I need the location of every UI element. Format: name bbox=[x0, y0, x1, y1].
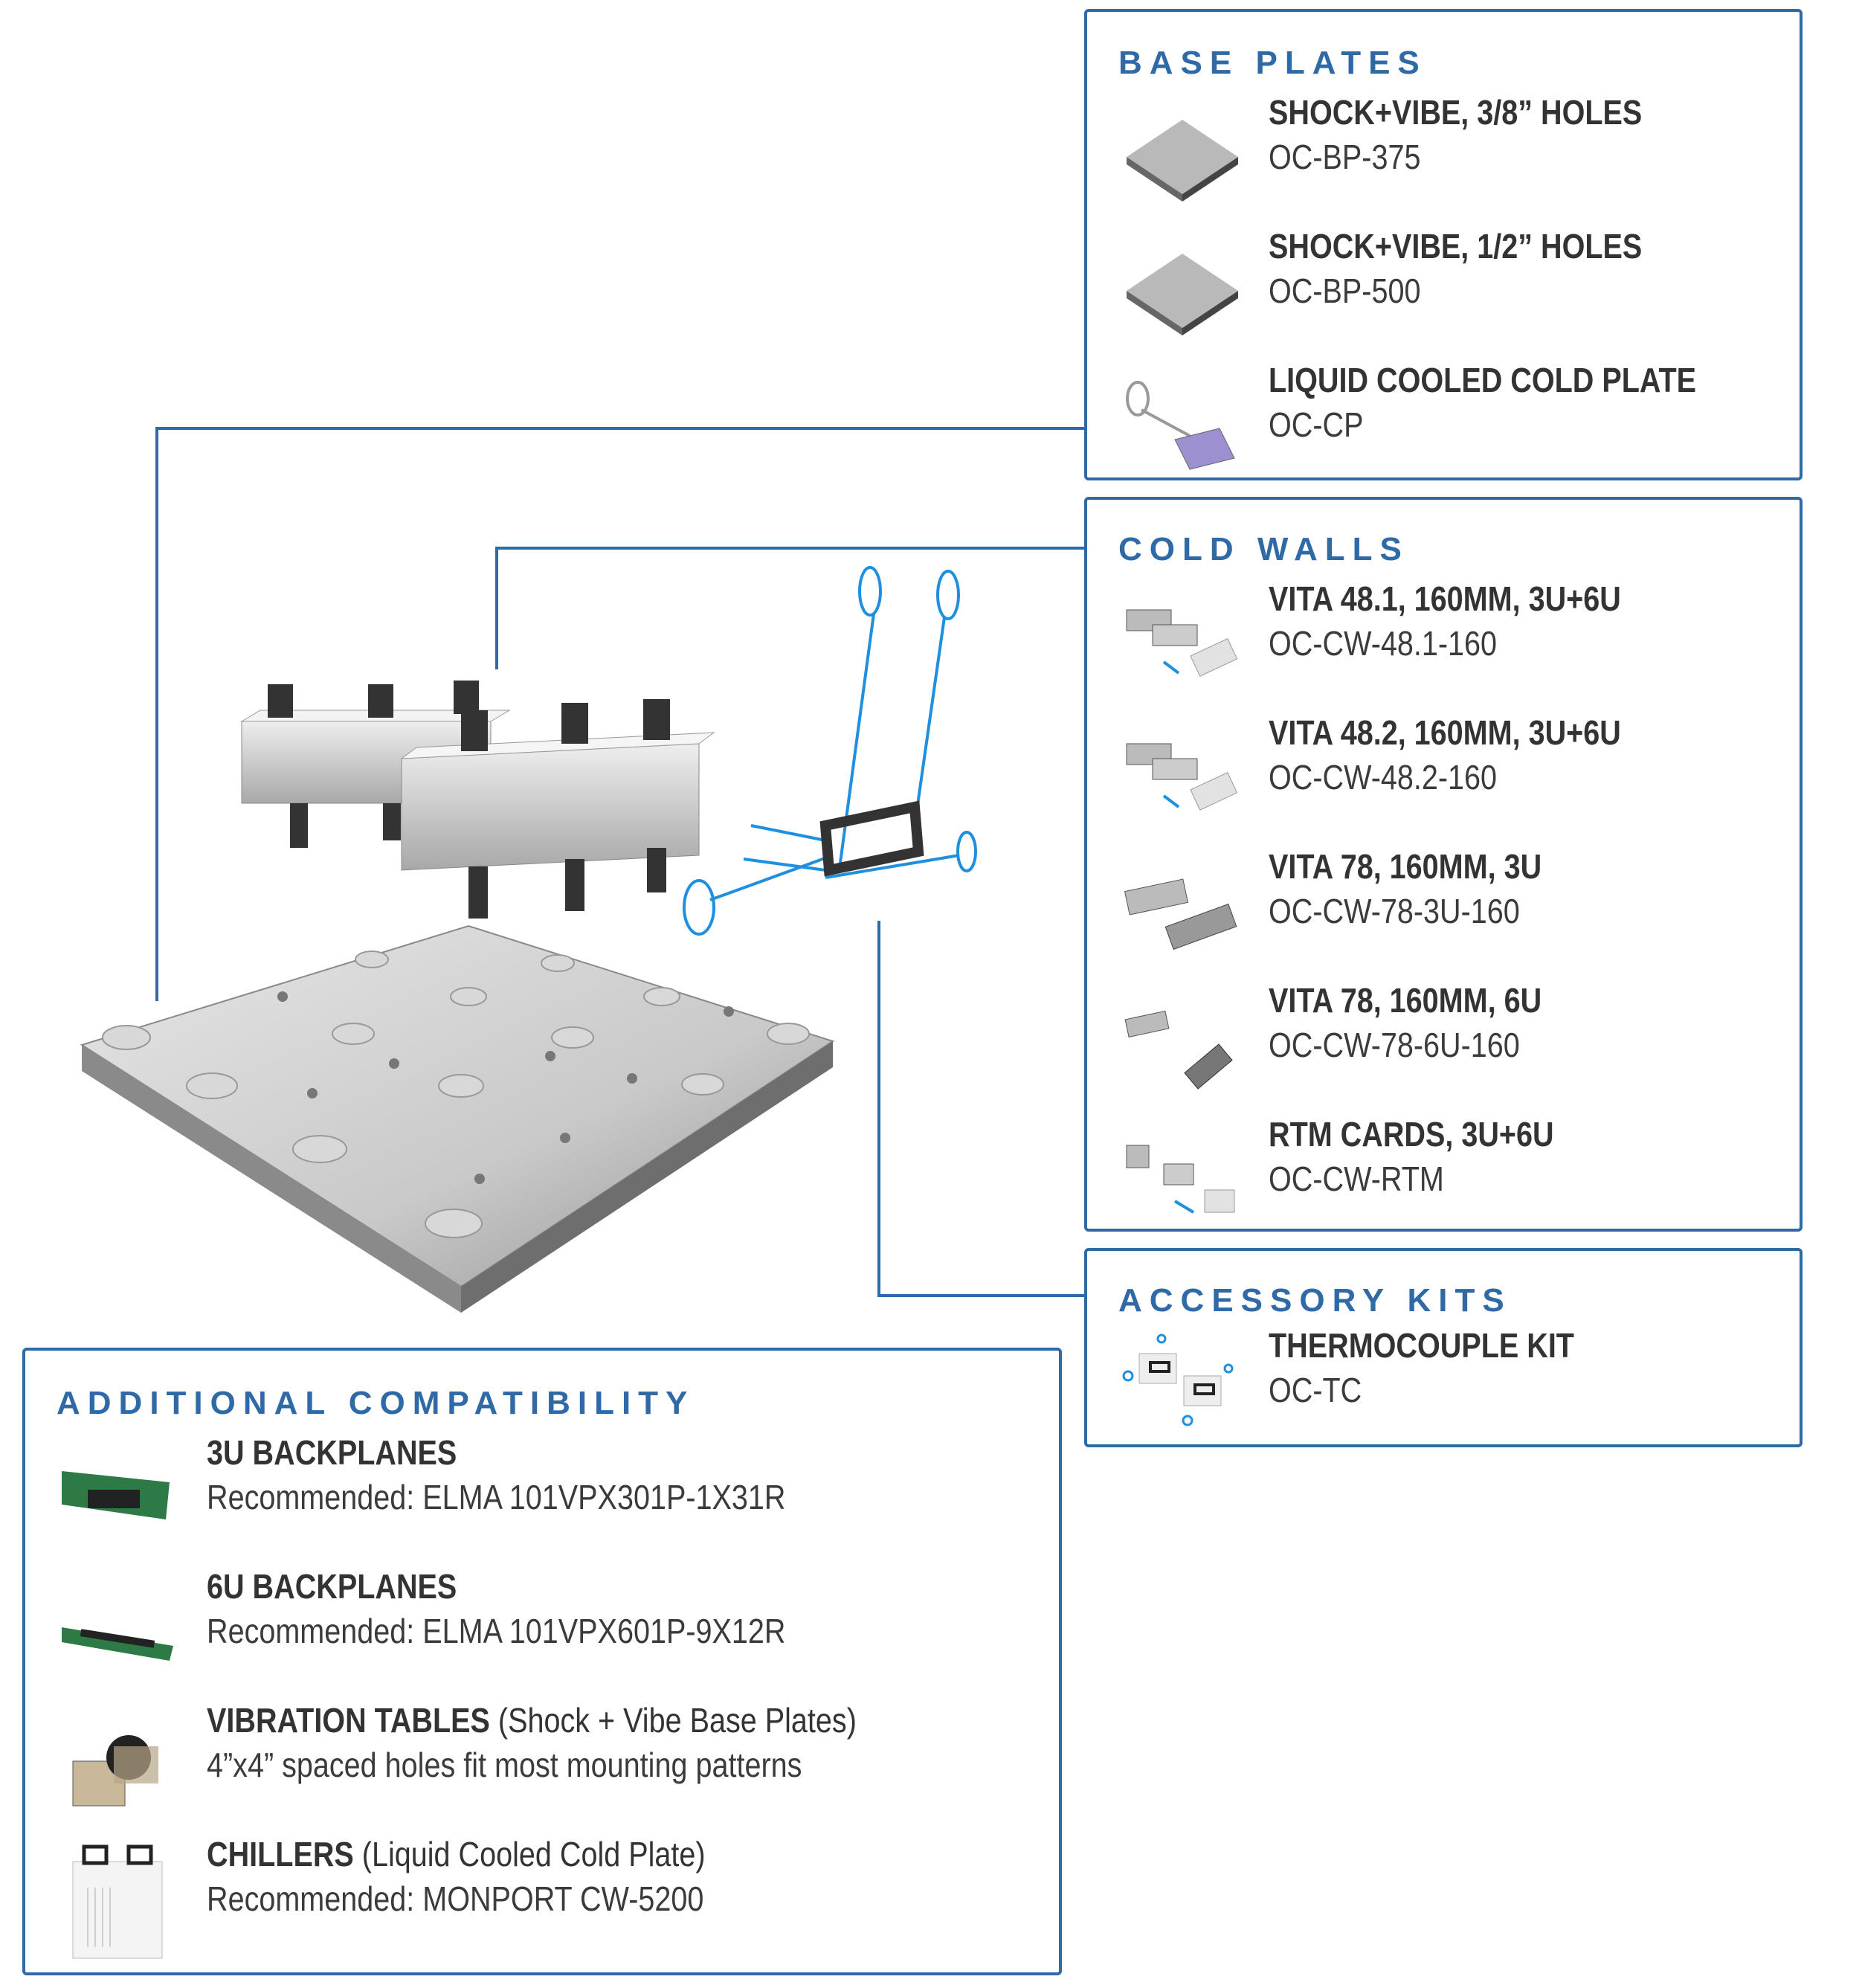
base-plate-image bbox=[1127, 120, 1238, 202]
product-item[interactable]: THERMOCOUPLE KIT OC-TC bbox=[1087, 1324, 1800, 1450]
compatibility-item: VIBRATION TABLES (Shock + Vibe Base Plat… bbox=[25, 1694, 1059, 1821]
chiller-image bbox=[72, 1844, 163, 1959]
base-plates-heading: BASE PLATES bbox=[1118, 45, 1427, 81]
product-code: OC-CW-RTM bbox=[1269, 1159, 1444, 1198]
cold-wall-image bbox=[1124, 1010, 1233, 1090]
product-item[interactable]: SHOCK+VIBE, 3/8” HOLES OC-BP-375 bbox=[1087, 86, 1800, 213]
product-title: THERMOCOUPLE KIT bbox=[1269, 1326, 1574, 1365]
product-item[interactable]: VITA 48.2, 160MM, 3U+6U OC-CW-48.2-160 bbox=[1087, 707, 1800, 833]
connector-line bbox=[877, 1294, 1086, 1297]
cold-wall-image bbox=[1126, 609, 1238, 677]
connector-line bbox=[155, 427, 158, 1001]
connector-line bbox=[495, 547, 498, 669]
product-code: OC-TC bbox=[1269, 1371, 1362, 1409]
3u-backplane-image bbox=[62, 1471, 170, 1519]
item-title: 3U BACKPLANES bbox=[207, 1433, 457, 1472]
item-title: VIBRATION TABLES (Shock + Vibe Base Plat… bbox=[207, 1700, 857, 1740]
item-title-bold: CHILLERS bbox=[207, 1835, 354, 1873]
compatibility-item: 6U BACKPLANES Recommended: ELMA 101VPX60… bbox=[25, 1560, 1059, 1687]
item-detail: Recommended: ELMA 101VPX601P-9X12R bbox=[207, 1612, 786, 1650]
product-item[interactable]: VITA 48.1, 160MM, 3U+6U OC-CW-48.1-160 bbox=[1087, 573, 1800, 699]
connector-line bbox=[155, 427, 1086, 430]
vibration-table-image bbox=[72, 1735, 158, 1807]
accessory-kits-heading: ACCESSORY KITS bbox=[1118, 1282, 1512, 1319]
cold-wall-image bbox=[1126, 743, 1238, 811]
accessory-kits-panel: ACCESSORY KITS THERMOCOUPLE KIT OC-TC bbox=[1084, 1248, 1803, 1447]
product-item[interactable]: SHOCK+VIBE, 1/2” HOLES OC-BP-500 bbox=[1087, 220, 1800, 347]
additional-compatibility-heading: ADDITIONAL COMPATIBILITY bbox=[57, 1385, 695, 1421]
compatibility-item: CHILLERS (Liquid Cooled Cold Plate) Reco… bbox=[25, 1828, 1059, 1959]
product-title: VITA 78, 160MM, 3U bbox=[1269, 847, 1542, 886]
product-title: RTM CARDS, 3U+6U bbox=[1269, 1115, 1554, 1154]
base-plates-panel: BASE PLATES SHOCK+VIBE, 3/8” HOLES OC-BP… bbox=[1084, 9, 1803, 480]
base-plate-image bbox=[1127, 254, 1238, 335]
product-item[interactable]: RTM CARDS, 3U+6U OC-CW-RTM bbox=[1087, 1108, 1800, 1235]
additional-compatibility-panel: ADDITIONAL COMPATIBILITY 3U BACKPLANES R… bbox=[22, 1348, 1062, 1975]
product-item[interactable]: VITA 78, 160MM, 3U OC-CW-78-3U-160 bbox=[1087, 840, 1800, 967]
connector-line bbox=[495, 547, 1086, 550]
thermocouple-kit-image bbox=[1122, 1334, 1234, 1426]
item-note: (Shock + Vibe Base Plates) bbox=[489, 1701, 857, 1740]
product-title: SHOCK+VIBE, 3/8” HOLES bbox=[1269, 93, 1643, 132]
product-title: SHOCK+VIBE, 1/2” HOLES bbox=[1269, 227, 1643, 266]
cold-walls-panel: COLD WALLS VITA 48.1, 160MM, 3U+6U OC-CW… bbox=[1084, 497, 1803, 1232]
item-title: 6U BACKPLANES bbox=[207, 1567, 457, 1606]
item-detail: Recommended: MONPORT CW-5200 bbox=[207, 1879, 704, 1918]
product-code: OC-CW-48.2-160 bbox=[1269, 758, 1498, 797]
6u-backplane-image bbox=[62, 1627, 173, 1661]
rtm-card-image bbox=[1126, 1145, 1235, 1214]
product-code: OC-BP-500 bbox=[1269, 271, 1421, 310]
cold-walls-heading: COLD WALLS bbox=[1118, 531, 1409, 567]
product-code: OC-CW-78-6U-160 bbox=[1269, 1026, 1520, 1064]
cold-wall-image bbox=[1124, 878, 1237, 950]
item-detail: Recommended: ELMA 101VPX301P-1X31R bbox=[207, 1478, 786, 1516]
item-note: (Liquid Cooled Cold Plate) bbox=[353, 1835, 706, 1873]
connector-line bbox=[877, 921, 880, 1296]
product-title: LIQUID COOLED COLD PLATE bbox=[1269, 361, 1697, 399]
product-assembly-illustration bbox=[80, 566, 977, 1313]
product-title: VITA 78, 160MM, 6U bbox=[1269, 981, 1542, 1020]
product-title: VITA 48.1, 160MM, 3U+6U bbox=[1269, 579, 1621, 618]
product-code: OC-CW-48.1-160 bbox=[1269, 624, 1498, 663]
item-detail: 4”x4” spaced holes fit most mounting pat… bbox=[207, 1746, 802, 1784]
item-title-bold: VIBRATION TABLES bbox=[207, 1701, 490, 1740]
product-code: OC-CP bbox=[1269, 405, 1364, 444]
product-item[interactable]: LIQUID COOLED COLD PLATE OC-CP bbox=[1087, 354, 1800, 480]
product-title: VITA 48.2, 160MM, 3U+6U bbox=[1269, 713, 1621, 752]
product-item[interactable]: VITA 78, 160MM, 6U OC-CW-78-6U-160 bbox=[1087, 974, 1800, 1101]
product-code: OC-BP-375 bbox=[1269, 138, 1421, 176]
cold-plate-image bbox=[1126, 381, 1235, 470]
item-title: CHILLERS (Liquid Cooled Cold Plate) bbox=[207, 1834, 706, 1874]
product-code: OC-CW-78-3U-160 bbox=[1269, 892, 1520, 930]
compatibility-item: 3U BACKPLANES Recommended: ELMA 101VPX30… bbox=[25, 1426, 1059, 1553]
